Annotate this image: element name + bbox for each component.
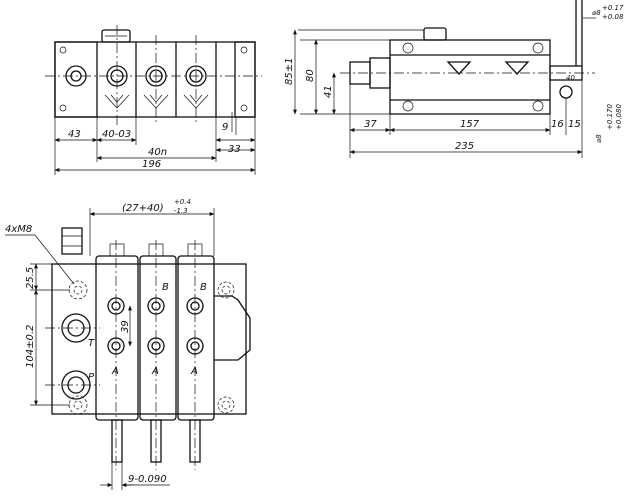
dim-157: 157 [460, 119, 480, 130]
dim-37: 37 [364, 119, 377, 130]
dim-9-009: 9-0.090 [128, 474, 167, 485]
label-B3: B [200, 282, 207, 293]
dia8-right: ⌀8 [595, 134, 603, 143]
dim-chain-tol-up: +0.4 [174, 198, 191, 206]
label-A1: A [111, 366, 119, 377]
dim-16: 16 [551, 119, 564, 130]
side-cap [423, 27, 447, 41]
plan-view: (27+40) +0.4 -1.3 4xM8 25.5 104±0.2 39 9… [5, 198, 251, 490]
label-B2: B [162, 282, 169, 293]
label-A3: A [190, 366, 198, 377]
end-plate [234, 41, 256, 118]
dim-39: 39 [120, 320, 131, 333]
dim-104: 104±0.2 [25, 325, 36, 368]
side-body-outline [389, 39, 551, 115]
dim-40-03: 40-03 [102, 129, 131, 140]
bolts-callout: 4xM8 [5, 224, 32, 235]
dim-25-5: 25.5 [25, 267, 36, 289]
dim-9-front: 9 [222, 122, 228, 133]
dia8-right-tol-up: +0.170 [606, 104, 614, 130]
relief-valve-cap [101, 29, 131, 43]
dim-196: 196 [142, 159, 161, 170]
dim-85: 85±1 [284, 58, 295, 85]
label-T: T [88, 338, 95, 349]
dim-43: 43 [68, 129, 81, 140]
plan-body-outline [51, 263, 247, 415]
dim-40-side: 40 [566, 74, 575, 82]
dim-chain-tol-lo: -1.3 [174, 207, 188, 215]
dia8-right-tol-lo: +0.080 [615, 104, 623, 130]
front-view: 43 40-03 9 40n 33 196 [45, 25, 262, 175]
dim-235: 235 [455, 141, 474, 152]
label-P: P [88, 372, 95, 383]
label-A2: A [151, 366, 159, 377]
dia8-top-tol-lo: +0.08 [602, 13, 624, 21]
dim-41: 41 [323, 85, 334, 98]
dim-33: 33 [228, 144, 241, 155]
dia8-top: ⌀8 [592, 9, 601, 17]
dim-40n: 40n [148, 147, 167, 158]
inlet-block [54, 41, 98, 118]
plan-inlet-fitting [61, 227, 83, 255]
dim-chain: (27+40) [122, 203, 164, 214]
dim-80: 80 [305, 69, 316, 82]
dim-15: 15 [568, 119, 581, 130]
dia8-top-tol-up: +0.17 [602, 4, 624, 12]
side-view: 85±1 80 41 37 157 16 15 235 40 ⌀8 +0.17 … [284, 0, 624, 158]
